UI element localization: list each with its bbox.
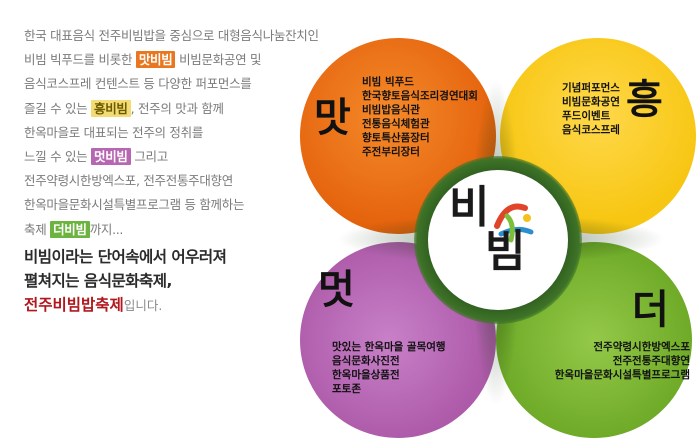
center-hub bbox=[431, 173, 565, 307]
intro-text-segment: 축제 bbox=[24, 221, 51, 237]
highlight-fun-bibim: 흥비빔 bbox=[91, 99, 131, 117]
style-list: 맛있는 한옥마을 골목여행 음식문화사진전 한옥마을상품전 포토존 bbox=[332, 340, 446, 396]
intro-line: 비빔 빅푸드를 비롯한 맛비빔 비빔문화공연 및 bbox=[24, 48, 324, 72]
intro-line: 한옥마을로 대표되는 전주의 정취를 bbox=[24, 124, 204, 140]
list-item: 음식코스프레 bbox=[562, 124, 620, 136]
list-item: 맛있는 한옥마을 골목여행 bbox=[332, 341, 446, 353]
intro-text-segment: 까지... bbox=[89, 221, 124, 237]
list-item: 한옥마을문화시설특별프로그램 bbox=[554, 369, 690, 381]
intro-line: 느낄 수 있는 멋비빔 그리고 bbox=[24, 145, 324, 169]
more-title: 더 bbox=[632, 286, 669, 333]
tagline-ending: 입니다. bbox=[123, 298, 163, 313]
festival-name: 전주비빔밥축제 bbox=[24, 296, 124, 314]
highlight-taste-bibim: 맛비빔 bbox=[135, 51, 176, 69]
list-item: 전주약령시한방엑스포 bbox=[593, 341, 690, 353]
intro-line: 한옥마을문화시설특별프로그램 등 함께하는 bbox=[24, 197, 245, 213]
intro-line: 한국 대표음식 전주비빔밥을 중심으로 대형음식나눔잔치인 bbox=[24, 28, 319, 43]
taste-title: 맛 bbox=[314, 94, 351, 141]
list-item: 푸드이벤트 bbox=[562, 110, 611, 122]
intro-text-segment: 즐길 수 있는 bbox=[24, 100, 92, 116]
taste-list: 비빔 빅푸드 한국향토음식조리경연대회 비빔밥음식관 전통음식체험관 향토특산품… bbox=[362, 75, 478, 159]
tagline: 비빔이라는 단어속에서 어우러져 펼쳐지는 음식문화축제, 전주비빔밥축제입니다… bbox=[24, 245, 324, 318]
tagline-line-2: 펼쳐지는 음식문화축제, bbox=[24, 272, 172, 290]
list-item: 음식문화사진전 bbox=[332, 355, 400, 367]
list-item: 비빔 빅푸드 bbox=[362, 76, 414, 88]
intro-line: 음식코스프레 컨텐스트 등 다양한 퍼포먼스를 bbox=[24, 76, 252, 92]
fun-title: 흥 bbox=[626, 76, 663, 123]
list-item: 기념퍼포먼스 bbox=[562, 82, 620, 94]
intro-text-segment: 비빔 빅푸드를 비롯한 bbox=[24, 52, 136, 68]
list-item: 비빔문화공연 bbox=[562, 96, 620, 108]
intro-text-segment: 그리고 bbox=[130, 148, 168, 164]
intro-line: 전주약령시한방엑스포, 전주전통주대향연 bbox=[24, 173, 233, 189]
fun-list: 기념퍼포먼스 비빔문화공연 푸드이벤트 음식코스프레 bbox=[562, 81, 620, 137]
logo-syllable-bi: 비 bbox=[449, 182, 490, 233]
intro-line: 즐길 수 있는 흥비빔, 전주의 맛과 함께 bbox=[24, 97, 324, 121]
style-title: 멋 bbox=[318, 266, 355, 313]
intro-text: 한국 대표음식 전주비빔밥을 중심으로 대형음식나눔잔치인 비빔 빅푸드를 비롯… bbox=[24, 24, 324, 242]
list-item: 전통음식체험관 bbox=[362, 118, 430, 130]
intro-text-segment: , 전주의 맛과 함께 bbox=[130, 100, 224, 116]
highlight-more-bibim: 더비빔 bbox=[50, 220, 90, 238]
highlight-style-bibim: 멋비빔 bbox=[91, 147, 131, 165]
bibim-diagram: 비 빔 맛 비빔 빅푸드 한국향토음식조리경연대회 비빔밥음식관 전통음식체험관… bbox=[296, 38, 696, 440]
bibim-logo: 비 빔 bbox=[433, 178, 563, 308]
tagline-line-3: 전주비빔밥축제입니다. bbox=[24, 293, 324, 318]
list-item: 한국향토음식조리경연대회 bbox=[362, 90, 478, 102]
tagline-line-1: 비빔이라는 단어속에서 어우러져 bbox=[24, 248, 227, 266]
more-list: 전주약령시한방엑스포 전주전통주대향연 한옥마을문화시설특별프로그램 bbox=[540, 340, 690, 382]
list-item: 포토존 bbox=[332, 383, 361, 395]
logo-syllable-bim: 빔 bbox=[485, 226, 526, 277]
list-item: 전주전통주대향연 bbox=[612, 355, 690, 367]
intro-text-segment: 비빔문화공연 및 bbox=[175, 52, 262, 68]
list-item: 한옥마을상품전 bbox=[332, 369, 400, 381]
intro-text-segment: 느낄 수 있는 bbox=[24, 148, 92, 164]
list-item: 향토특산품장터 bbox=[362, 132, 430, 144]
list-item: 주전부리장터 bbox=[362, 146, 420, 158]
list-item: 비빔밥음식관 bbox=[362, 104, 420, 116]
swirl-icon bbox=[494, 203, 534, 243]
